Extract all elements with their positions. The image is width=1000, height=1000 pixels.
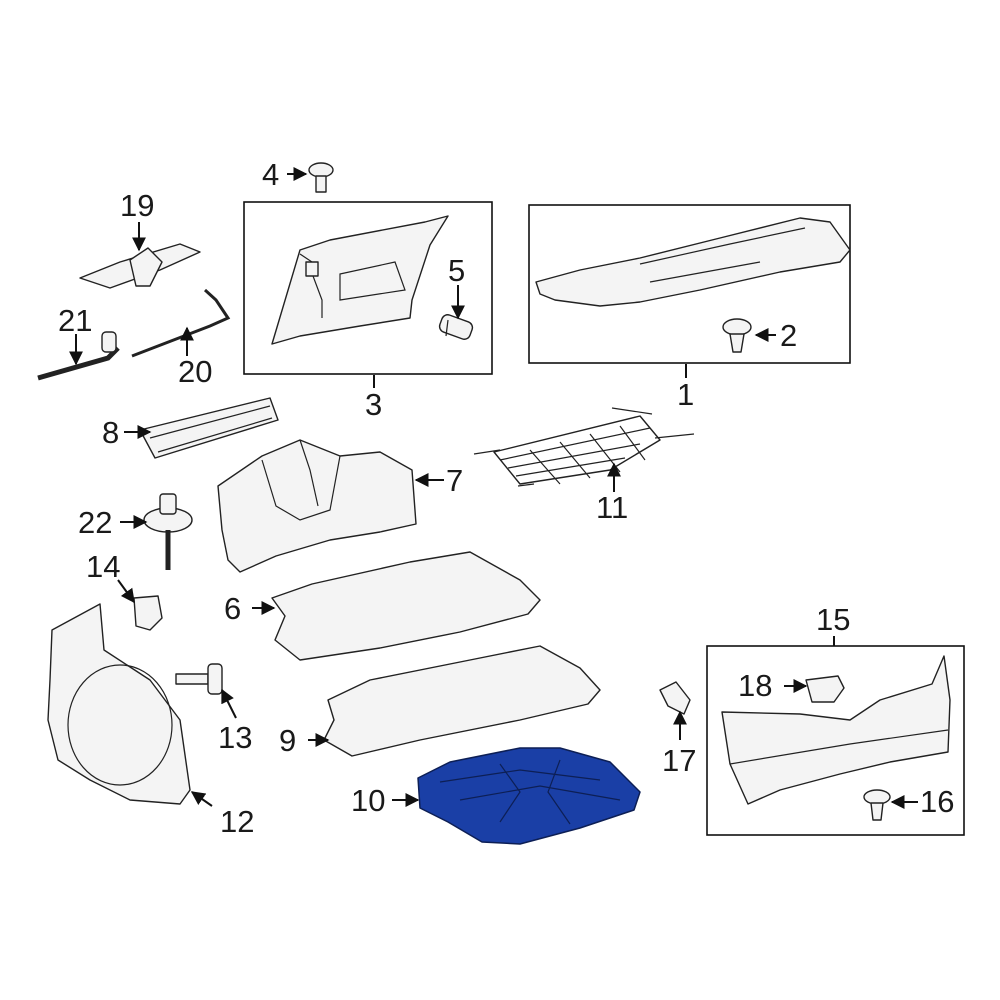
callout-3: 3 bbox=[365, 387, 382, 422]
leader-14 bbox=[117, 579, 135, 604]
group-box-1 bbox=[528, 204, 851, 364]
part-14-clip bbox=[133, 595, 163, 631]
group-box-15 bbox=[706, 645, 965, 836]
callout-20: 20 bbox=[178, 354, 212, 389]
callout-17: 17 bbox=[662, 743, 696, 778]
callout-1: 1 bbox=[677, 377, 694, 412]
part-22-hold-down bbox=[143, 493, 193, 570]
part-16-clip bbox=[863, 789, 891, 821]
part-19-jack bbox=[79, 243, 201, 289]
callout-9: 9 bbox=[279, 723, 296, 758]
part-15-sill-plate bbox=[721, 655, 951, 805]
callout-22: 22 bbox=[78, 505, 112, 540]
part-11-cargo-net bbox=[473, 407, 695, 487]
part-5-fastener bbox=[438, 314, 474, 340]
part-2-clip bbox=[722, 318, 752, 353]
part-8-bracket bbox=[139, 397, 279, 459]
callout-7: 7 bbox=[446, 463, 463, 498]
callout-8: 8 bbox=[102, 415, 119, 450]
callout-21: 21 bbox=[58, 303, 92, 338]
part-10-spare-tire-tray bbox=[417, 747, 641, 845]
part-4-clip bbox=[308, 162, 334, 193]
callout-14: 14 bbox=[86, 549, 120, 584]
callout-2: 2 bbox=[780, 318, 797, 353]
part-1-package-tray bbox=[535, 217, 851, 307]
callout-11: 11 bbox=[596, 490, 628, 525]
part-21-wrench bbox=[37, 331, 120, 381]
part-18-cover bbox=[805, 675, 845, 703]
group-box-3 bbox=[243, 201, 493, 375]
part-20-rod bbox=[131, 288, 231, 358]
leader-13 bbox=[221, 688, 237, 719]
part-13-bolt bbox=[175, 663, 223, 695]
part-17-fastener bbox=[659, 681, 691, 715]
callout-4: 4 bbox=[262, 157, 279, 192]
callout-5: 5 bbox=[448, 253, 465, 288]
part-12-quarter-trim bbox=[47, 603, 191, 805]
callout-13: 13 bbox=[218, 720, 252, 755]
callout-15: 15 bbox=[816, 602, 850, 637]
leader-12 bbox=[190, 791, 213, 807]
callout-16: 16 bbox=[920, 784, 954, 819]
callout-6: 6 bbox=[224, 591, 241, 626]
callout-12: 12 bbox=[220, 804, 254, 839]
callout-10: 10 bbox=[351, 783, 385, 818]
callout-19: 19 bbox=[120, 188, 154, 223]
part-6-mat bbox=[271, 551, 541, 661]
part-3-side-trim bbox=[271, 215, 449, 345]
callout-18: 18 bbox=[738, 668, 772, 703]
part-9-deck-board bbox=[323, 645, 601, 757]
part-7-trunk-box bbox=[217, 439, 417, 573]
